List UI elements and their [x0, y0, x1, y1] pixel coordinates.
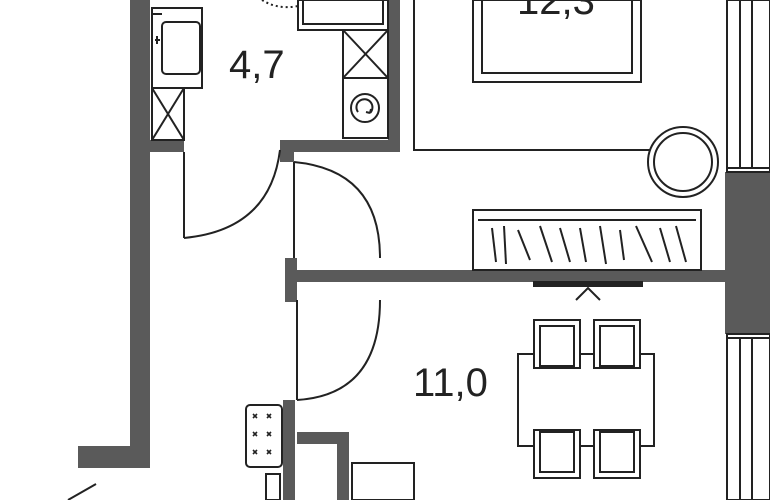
round-table	[647, 126, 719, 198]
kitchen-area-label: 11,0	[413, 361, 488, 405]
chair	[533, 319, 581, 369]
bathroom-area-label: 4,7	[229, 43, 285, 87]
window-upper	[726, 0, 770, 173]
chair	[533, 429, 581, 479]
window-lower	[726, 333, 770, 500]
walls	[78, 0, 770, 500]
bedroom-area-label: 12,3	[517, 0, 595, 23]
doors	[183, 149, 381, 401]
cooktop-burners	[252, 413, 272, 455]
wardrobe-hangers	[491, 225, 687, 265]
sink	[151, 7, 203, 89]
bed	[472, 0, 642, 83]
chair	[593, 429, 641, 479]
chair	[593, 319, 641, 369]
bedroom-furniture	[413, 0, 719, 271]
fridge	[351, 462, 415, 500]
bath-cabinet	[151, 87, 185, 141]
bathroom-fixtures	[151, 0, 389, 141]
wardrobe	[472, 209, 702, 271]
washing-machine	[342, 77, 389, 139]
tv	[533, 281, 643, 287]
cooktop	[245, 404, 283, 468]
kitchen-furniture	[67, 281, 655, 500]
